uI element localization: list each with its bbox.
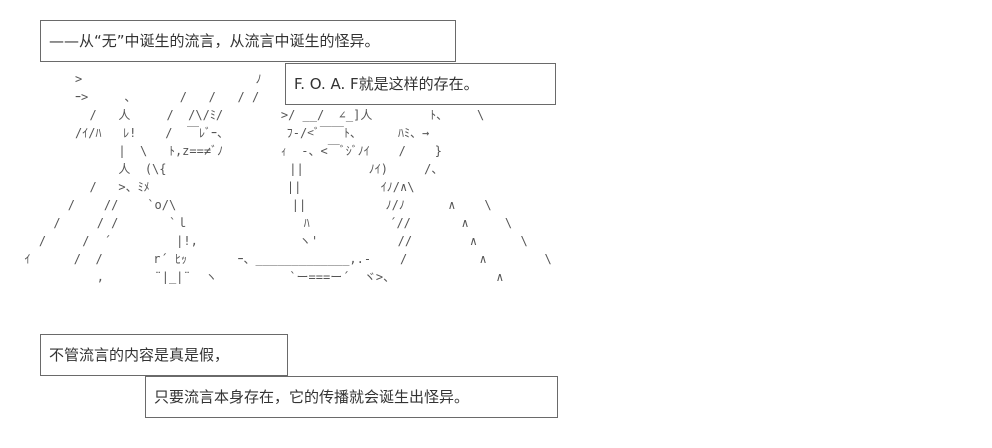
art-line: / // `o/\ || ﾉ/ﾉ ∧ \ [10, 198, 492, 212]
art-line: | \ ﾄ,z==≠ﾞﾉ ｨ -、<￣ﾞｼﾞﾉｲ / } [10, 144, 443, 158]
caption-text-1: ——从“无”中诞生的流言，从流言中诞生的怪异。 [49, 32, 380, 50]
caption-box-3: 不管流言的内容是真是假， [40, 334, 288, 376]
art-line: / 人 / /\/ﾐ/ >/ __/ ∠_]人 ﾄ、 \ [10, 108, 485, 122]
caption-text-4: 只要流言本身存在，它的传播就会诞生出怪异。 [154, 388, 470, 406]
art-line: / / / `ｌ ﾊ ´// ∧ \ [10, 216, 513, 230]
art-line: ｲ / / r´ ﾋｯ ｰ、_____________,.- / ∧ \ [10, 252, 552, 266]
art-line: /ｲ/ﾊ ﾚ! / ￣ﾚﾞｰ、 ﾌ-/<ﾞ￣￣ﾄ、 ﾊﾐ、→ [10, 126, 430, 140]
art-line: , ¨|_|¨ ヽ `ー===ー´ ヾ>、 ∧ [10, 270, 504, 284]
art-line: / / ´ |!, ヽ' // ∧ \ [10, 234, 528, 248]
caption-box-2: F. O. A. F就是这样的存在。 [285, 63, 556, 105]
art-line: ｰ> 、 / / / / [10, 90, 260, 104]
caption-text-3: 不管流言的内容是真是假， [49, 346, 230, 364]
art-line: / >、ﾐﾒ || ｲﾉ/∧\ [10, 180, 415, 194]
art-line: > ﾉ [10, 72, 262, 86]
caption-text-2: F. O. A. F就是这样的存在。 [294, 75, 479, 93]
ascii-art: > ﾉ ｰ> 、 / / / / / 人 / /\/ﾐ/ >/ __/ ∠_]人… [10, 70, 552, 286]
caption-box-4: 只要流言本身存在，它的传播就会诞生出怪异。 [145, 376, 558, 418]
caption-box-1: ——从“无”中诞生的流言，从流言中诞生的怪异。 [40, 20, 456, 62]
art-line: 人 (\{ || ﾉｲ) /、 [10, 162, 444, 176]
